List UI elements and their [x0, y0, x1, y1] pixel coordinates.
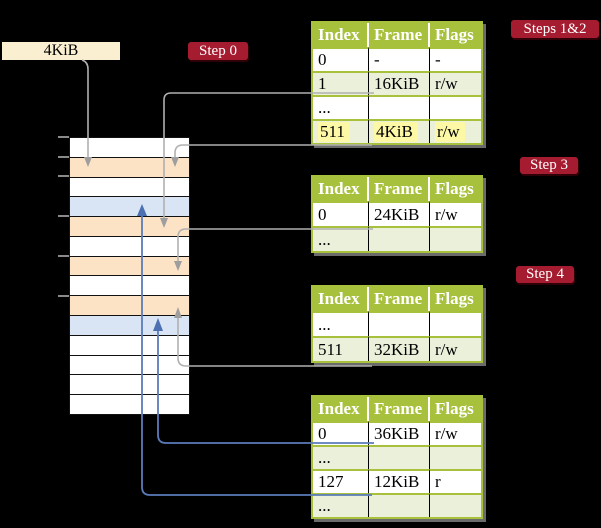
- root-table-address-box: 4KiB: [2, 42, 120, 60]
- badge-steps-1-2: Steps 1&2: [511, 20, 599, 38]
- col-header-frame: Frame: [369, 23, 430, 47]
- memory-frame-row-11: [70, 335, 189, 356]
- table-row: ...: [313, 311, 481, 336]
- memory-frame-row-6: [70, 236, 189, 257]
- memory-tick: [58, 136, 69, 138]
- col-header-frame: Frame: [369, 287, 430, 311]
- table-row: 127 12KiB r: [313, 469, 481, 493]
- memory-frame-row-1: [70, 138, 189, 158]
- table-row: 0 24KiB r/w: [313, 201, 481, 226]
- memory-frame-row-7: [70, 256, 189, 277]
- table-header-row: Index Frame Flags: [313, 287, 481, 311]
- col-header-index: Index: [313, 23, 369, 47]
- memory-tick: [58, 295, 69, 297]
- memory-frame-row-12: [70, 355, 189, 376]
- memory-frame-row-9: [70, 296, 189, 317]
- table-row: 1 16KiB r/w: [313, 71, 481, 95]
- memory-tick: [58, 156, 69, 158]
- col-header-flags: Flags: [430, 23, 481, 47]
- table-row: ...: [313, 226, 481, 251]
- table-row-highlighted: 511 4KiB r/w: [313, 119, 481, 143]
- table-row: 0 - -: [313, 47, 481, 71]
- physical-memory-column: [69, 137, 190, 415]
- memory-frame-row-4: [70, 197, 189, 218]
- col-header-frame: Frame: [369, 177, 430, 201]
- highlighted-value: r/w: [435, 122, 465, 142]
- memory-frame-row-14: [70, 395, 189, 414]
- badge-step-3: Step 3: [520, 157, 578, 174]
- col-header-frame: Frame: [369, 397, 430, 421]
- badge-step-0: Step 0: [188, 42, 248, 60]
- memory-frame-row-8: [70, 276, 189, 297]
- table-row: ...: [313, 95, 481, 119]
- memory-tick: [58, 215, 69, 217]
- memory-frame-row-10: [70, 316, 189, 336]
- table-row: ...: [313, 445, 481, 469]
- arrow-pte1-4kib-to-frame: [171, 144, 372, 167]
- highlighted-value: 4KiB: [374, 122, 418, 142]
- col-header-index: Index: [313, 177, 369, 201]
- page-table-level3: Index Frame Flags ... 511 32KiB r/w: [311, 285, 483, 363]
- memory-tick: [58, 175, 69, 177]
- page-table-level2: Index Frame Flags 0 24KiB r/w ...: [311, 175, 483, 253]
- highlighted-value: 511: [318, 122, 350, 142]
- page-table-root: Index Frame Flags 0 - - 1 16KiB r/w ... …: [311, 21, 483, 145]
- col-header-index: Index: [313, 397, 369, 421]
- table-header-row: Index Frame Flags: [313, 177, 481, 201]
- memory-frame-row-5: [70, 217, 189, 237]
- col-header-flags: Flags: [430, 287, 481, 311]
- table-header-row: Index Frame Flags: [313, 23, 481, 47]
- page-table-leaf: Index Frame Flags 0 36KiB r/w ... 127 12…: [311, 395, 483, 519]
- col-header-flags: Flags: [430, 177, 481, 201]
- col-header-index: Index: [313, 287, 369, 311]
- table-row: 511 32KiB r/w: [313, 336, 481, 361]
- memory-frame-row-2: [70, 157, 189, 178]
- col-header-flags: Flags: [430, 397, 481, 421]
- table-row: ...: [313, 493, 481, 517]
- table-row: 0 36KiB r/w: [313, 421, 481, 445]
- badge-step-4: Step 4: [516, 266, 574, 283]
- table-header-row: Index Frame Flags: [313, 397, 481, 421]
- memory-frame-row-3: [70, 177, 189, 198]
- memory-frame-row-13: [70, 375, 189, 396]
- memory-tick: [58, 255, 69, 257]
